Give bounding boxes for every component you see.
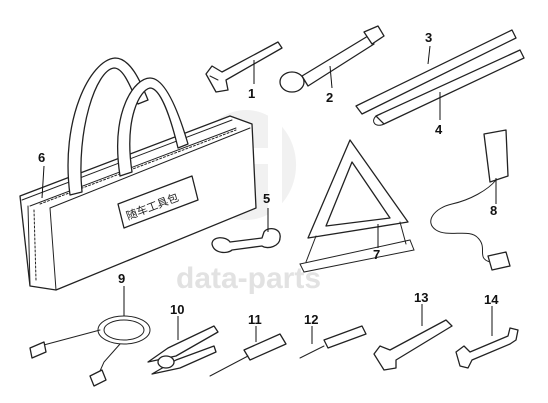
part-2-wheel-brace — [279, 25, 385, 93]
part-4-bar — [373, 49, 525, 126]
callout-2: 2 — [326, 90, 333, 105]
part-1-wrench — [205, 41, 283, 93]
callout-6: 6 — [38, 150, 45, 165]
part-11-screwdriver — [209, 333, 287, 377]
callout-13: 13 — [414, 290, 428, 305]
tool-bag: 随车工具包 — [19, 57, 257, 291]
callout-5: 5 — [263, 191, 270, 206]
part-10-pliers — [147, 325, 219, 375]
callout-12: 12 — [304, 312, 318, 327]
callout-labels: 1 2 3 4 5 6 7 8 9 10 11 12 13 14 — [38, 30, 499, 327]
part-8-inspection-lamp — [430, 129, 511, 271]
callout-8: 8 — [490, 203, 497, 218]
part-12-screwdriver — [299, 325, 367, 359]
callout-11: 11 — [248, 312, 262, 327]
watermark-text: data-parts — [176, 262, 321, 295]
part-7-warning-triangle — [299, 139, 415, 273]
callout-7: 7 — [373, 247, 380, 262]
part-13-adjustable-wrench — [373, 319, 453, 371]
part-14-spanner — [455, 327, 519, 369]
callout-3: 3 — [425, 30, 432, 45]
part-3-bar — [355, 29, 517, 115]
callout-9: 9 — [118, 271, 125, 286]
callout-4: 4 — [435, 122, 443, 137]
callout-10: 10 — [170, 302, 184, 317]
part-9-inflator-hose — [29, 315, 151, 387]
leader-lines — [41, 45, 497, 344]
callout-1: 1 — [248, 86, 255, 101]
callout-14: 14 — [484, 292, 499, 307]
part-5-hook — [211, 227, 281, 254]
